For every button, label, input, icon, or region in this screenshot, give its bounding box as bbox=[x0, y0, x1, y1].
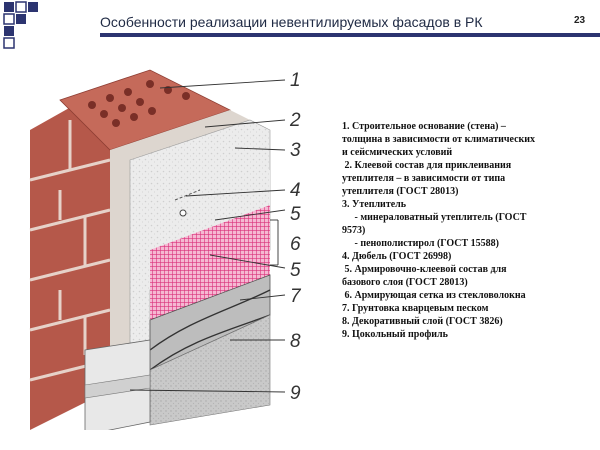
label-2: 2 bbox=[289, 110, 301, 131]
dowel bbox=[174, 189, 201, 217]
label-8: 8 bbox=[290, 331, 301, 352]
label-6: 6 bbox=[290, 234, 301, 255]
legend-line: 1. Строительное основание (стена) – bbox=[342, 121, 506, 132]
page-number: 23 bbox=[574, 15, 586, 26]
facade-cross-section-diagram: 1 2 3 4 5 6 5 7 8 9 bbox=[29, 69, 302, 430]
label-7: 7 bbox=[290, 286, 302, 307]
legend-line: 8. Декоративный слой (ГОСТ 3826) bbox=[342, 316, 503, 327]
brick-wall bbox=[29, 69, 232, 430]
legend-line: - пенополистирол (ГОСТ 15588) bbox=[342, 238, 500, 249]
legend-line: 4. Дюбель (ГОСТ 26998) bbox=[342, 251, 452, 262]
legend-line: 3. Утеплитель bbox=[342, 199, 407, 210]
label-5-lower: 5 bbox=[290, 260, 301, 281]
leader-lines bbox=[129, 79, 286, 393]
legend-line: утеплителя – в зависимости от типа bbox=[342, 173, 506, 184]
legend-line: утеплителя (ГОСТ 28013) bbox=[342, 186, 459, 197]
label-9: 9 bbox=[290, 383, 301, 404]
legend-line: - минераловатный утеплитель (ГОСТ bbox=[342, 212, 527, 223]
label-5-upper: 5 bbox=[290, 204, 301, 225]
legend-line: 2. Клеевой состав для приклеивания bbox=[342, 160, 512, 171]
legend: 1. Строительное основание (стена) – толщ… bbox=[342, 120, 592, 341]
legend-line: 9573) bbox=[342, 225, 366, 236]
primer-wave bbox=[149, 289, 271, 351]
legend-line: 9. Цокольный профиль bbox=[342, 329, 448, 340]
reinforcing-mesh bbox=[150, 205, 270, 320]
legend-line: 7. Грунтовка кварцевым песком bbox=[342, 303, 489, 314]
slide-title: Особенности реализации невентилируемых ф… bbox=[100, 14, 483, 30]
title-underline bbox=[100, 33, 600, 37]
label-4: 4 bbox=[290, 180, 301, 201]
legend-line: толщина в зависимости от климатических bbox=[342, 134, 536, 145]
label-1: 1 bbox=[290, 70, 301, 91]
legend-line: базового слоя (ГОСТ 28013) bbox=[342, 277, 468, 288]
plinth-profile bbox=[84, 339, 151, 430]
legend-line: 6. Армирующая сетка из стекловолокна bbox=[342, 290, 526, 301]
label-3: 3 bbox=[290, 140, 301, 161]
legend-line: и сейсмических условий bbox=[342, 147, 453, 158]
legend-line: 5. Армировочно-клеевой состав для bbox=[342, 264, 507, 275]
decorative-squares bbox=[3, 1, 38, 49]
